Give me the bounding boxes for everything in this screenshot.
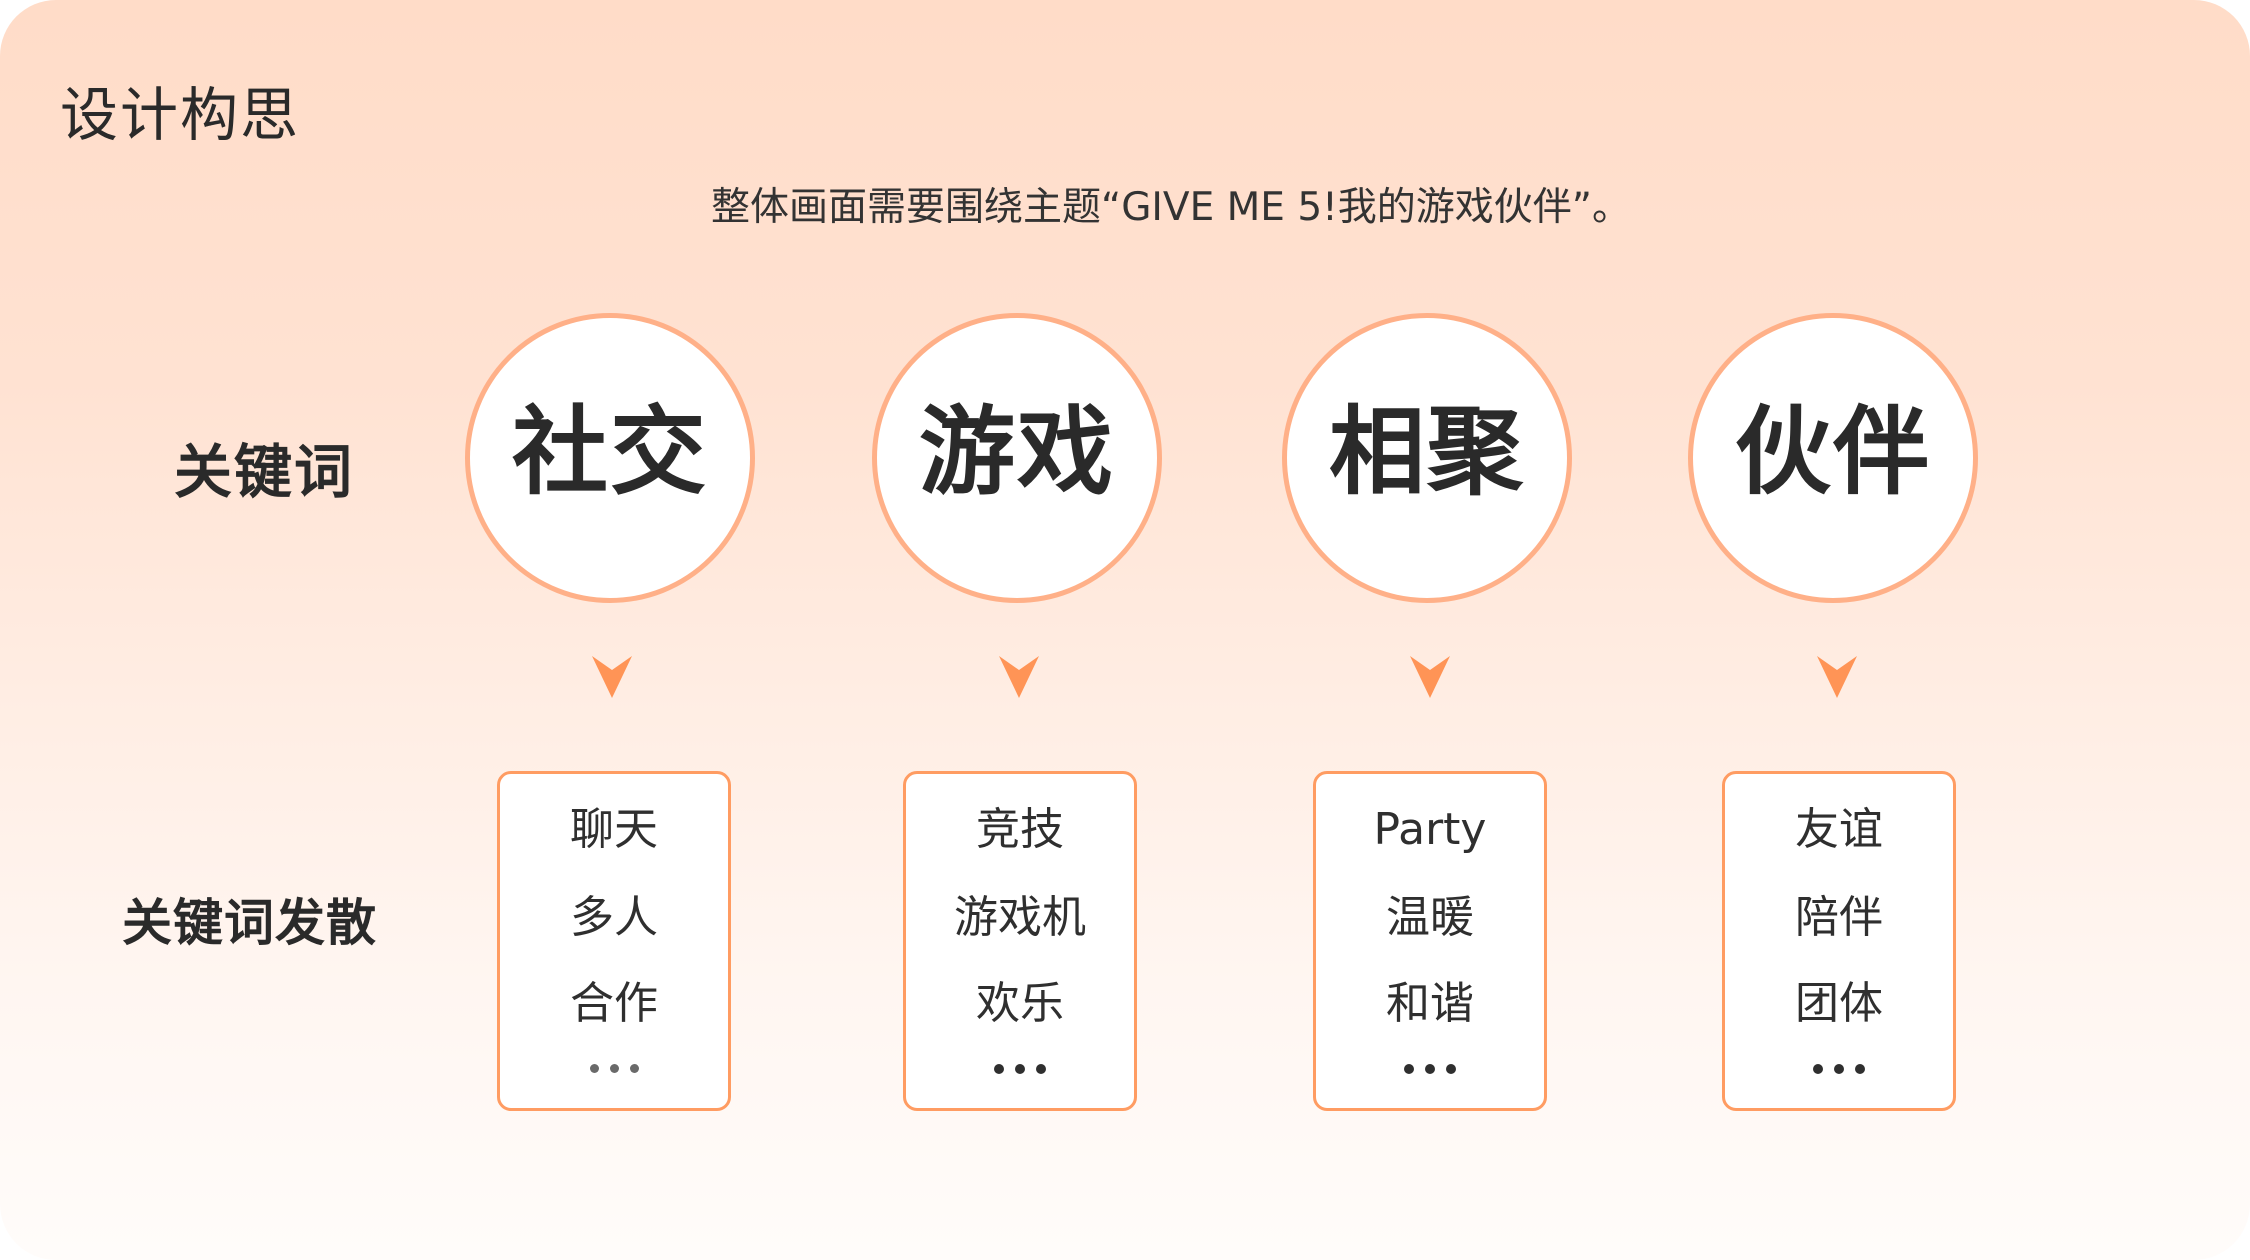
more-ellipsis-icon: [500, 1064, 728, 1073]
keyword-expansion-box-social: 聊天 多人 合作: [497, 771, 731, 1111]
chevron-arrow-down-icon: [1410, 656, 1450, 698]
chevron-arrow-down-icon: [1817, 656, 1857, 698]
keyword-text: 相聚: [1329, 396, 1525, 508]
keyword-text: 社交: [512, 396, 708, 508]
expansion-item: 游戏机: [954, 892, 1086, 943]
keyword-circle-social: 社交: [465, 313, 755, 603]
expansion-item: 欢乐: [976, 978, 1064, 1029]
keyword-expansion-box-gathering: Party 温暖 和谐: [1313, 771, 1547, 1111]
keyword-expansion-row-label: 关键词发散: [122, 894, 377, 952]
expansion-item: 温暖: [1386, 892, 1474, 943]
more-ellipsis-icon: [1316, 1064, 1544, 1074]
chevron-arrow-down-icon: [592, 656, 632, 698]
expansion-item: 团体: [1795, 978, 1883, 1029]
expansion-item: 多人: [570, 892, 658, 943]
more-ellipsis-icon: [906, 1064, 1134, 1074]
more-ellipsis-icon: [1725, 1064, 1953, 1074]
keyword-circle-partner: 伙伴: [1688, 313, 1978, 603]
expansion-item: Party: [1373, 804, 1487, 855]
chevron-arrow-down-icon: [999, 656, 1039, 698]
keyword-expansion-box-partner: 友谊 陪伴 团体: [1722, 771, 1956, 1111]
keywords-row-label: 关键词: [174, 438, 355, 506]
keyword-text: 游戏: [919, 396, 1115, 508]
expansion-item: 友谊: [1795, 804, 1883, 855]
page-title: 设计构思: [60, 81, 301, 149]
expansion-item: 陪伴: [1795, 892, 1883, 943]
keyword-expansion-box-game: 竞技 游戏机 欢乐: [903, 771, 1137, 1111]
page-subtitle: 整体画面需要围绕主题“GIVE ME 5!我的游戏伙伴”。: [711, 185, 1631, 230]
expansion-item: 和谐: [1386, 978, 1474, 1029]
expansion-item: 竞技: [976, 804, 1064, 855]
keyword-circle-gathering: 相聚: [1282, 313, 1572, 603]
expansion-item: 合作: [570, 978, 658, 1029]
keyword-text: 伙伴: [1735, 396, 1931, 508]
keyword-circle-game: 游戏: [872, 313, 1162, 603]
expansion-item: 聊天: [570, 804, 658, 855]
